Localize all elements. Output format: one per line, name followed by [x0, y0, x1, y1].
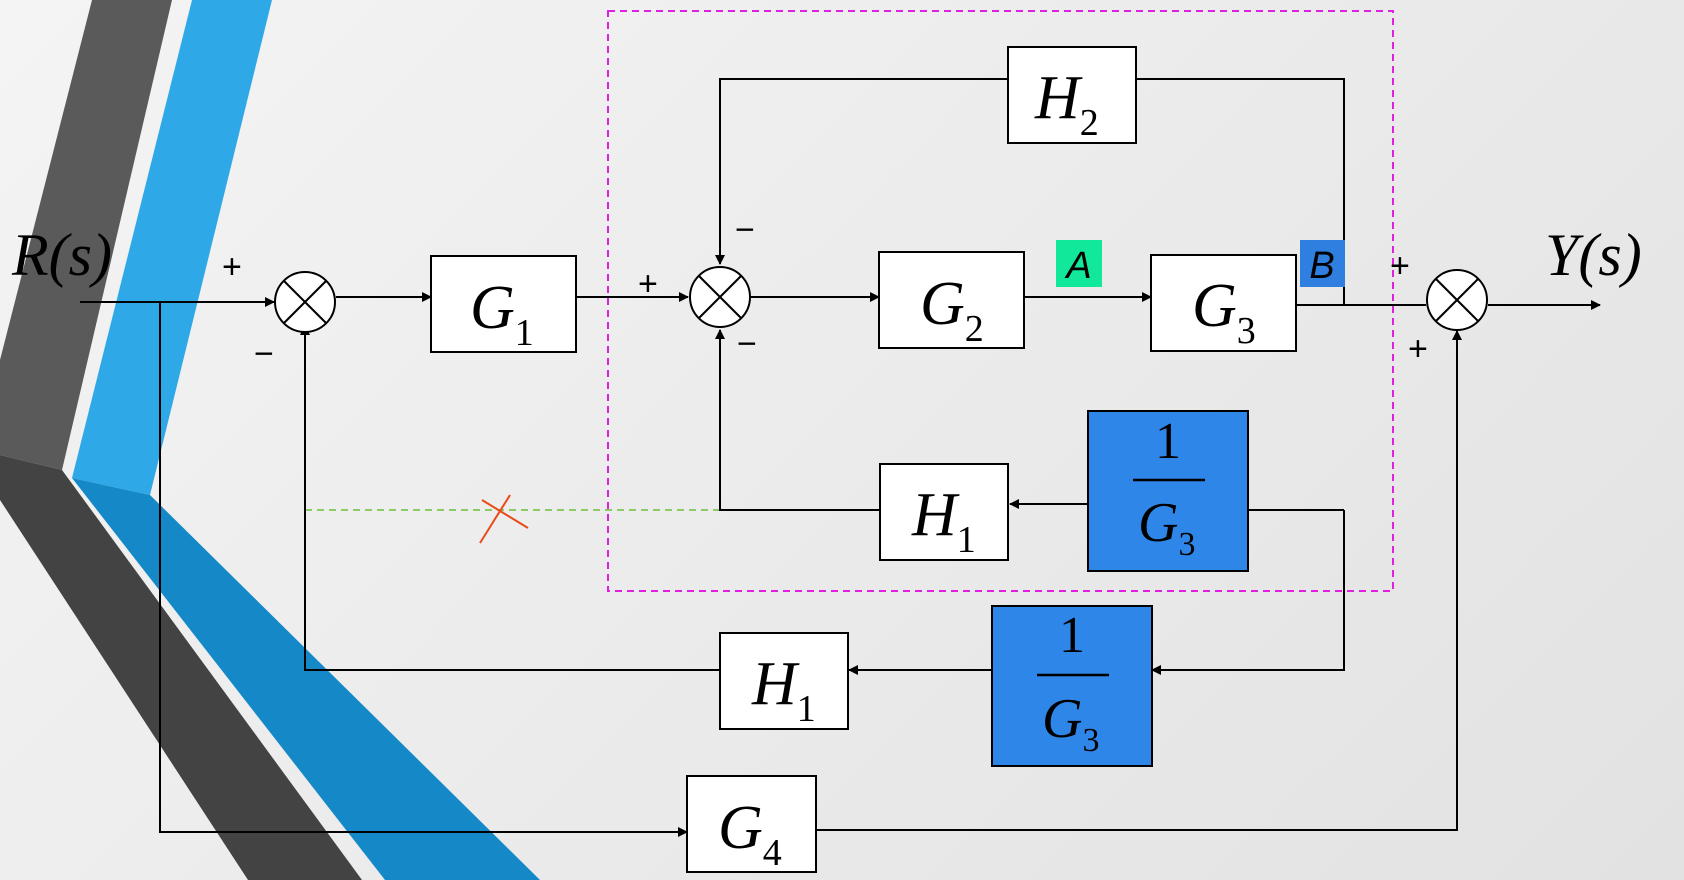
wire-g4-to-sj3 [816, 330, 1462, 831]
dark-stripe-lower [0, 455, 362, 880]
svg-text:A: A [1064, 245, 1091, 287]
h1-inner-block[interactable]: H1 [879, 463, 1009, 561]
svg-text:G3: G3 [1138, 492, 1195, 563]
wire-h1-outer-to-sj1 [300, 325, 720, 671]
wire-b-to-inv-g3-outer [1151, 510, 1345, 675]
output-signal-label: Y(s) [1545, 222, 1642, 288]
g1-block[interactable]: G1 [430, 255, 577, 354]
h1-outer-block[interactable]: H1 [719, 632, 849, 730]
h2-block[interactable]: H2 [1007, 46, 1137, 144]
svg-text:1: 1 [1155, 413, 1181, 470]
svg-text:G3: G3 [1042, 688, 1099, 759]
g3-block[interactable]: G3 [1150, 254, 1297, 352]
svg-text:B: B [1309, 245, 1334, 287]
point-a-marker: A [1056, 240, 1102, 287]
inv-g3-outer-block[interactable]: 1 G3 [991, 605, 1153, 767]
mid-blue-stripe [72, 478, 540, 880]
g4-block[interactable]: G4 [686, 775, 817, 874]
svg-text:1: 1 [1059, 607, 1085, 664]
signal-wires [80, 78, 1601, 837]
wire-h2-to-sj2 [715, 78, 1008, 265]
input-signal-label: R(s) [11, 222, 112, 288]
point-b-marker: B [1300, 240, 1345, 287]
sign-sj3-bottom: + [1408, 330, 1428, 368]
svg-text:G2: G2 [920, 270, 984, 350]
svg-text:G3: G3 [1192, 272, 1256, 352]
summing-junction-2 [689, 266, 751, 328]
sign-sj2-bottom: − [737, 325, 757, 363]
sign-sj1-input: + [222, 248, 242, 286]
svg-text:H2: H2 [1034, 64, 1099, 144]
summing-junction-3 [1426, 269, 1488, 331]
light-blue-stripe [72, 0, 272, 495]
g2-block[interactable]: G2 [878, 251, 1025, 350]
svg-text:H1: H1 [751, 650, 816, 730]
background-decoration [0, 0, 540, 880]
wire-input-to-g4 [159, 302, 688, 837]
sign-sj1-feedback: − [254, 335, 274, 373]
sign-sj2-input: + [638, 265, 658, 303]
summing-junction-1 [274, 271, 336, 333]
inv-g3-inner-block[interactable]: 1 G3 [1087, 410, 1249, 572]
sign-sj3-input: + [1390, 247, 1410, 285]
dark-stripe-upper [0, 0, 172, 470]
svg-text:H1: H1 [911, 481, 976, 561]
equivalence-boundary [607, 10, 1394, 592]
cross-out-mark [479, 494, 529, 544]
sign-sj2-top: − [735, 211, 755, 249]
wire-h1-inner-to-sj2 [715, 329, 880, 511]
svg-text:G1: G1 [470, 274, 534, 354]
wire-b-to-h2 [1136, 78, 1345, 305]
svg-text:G4: G4 [718, 794, 782, 874]
